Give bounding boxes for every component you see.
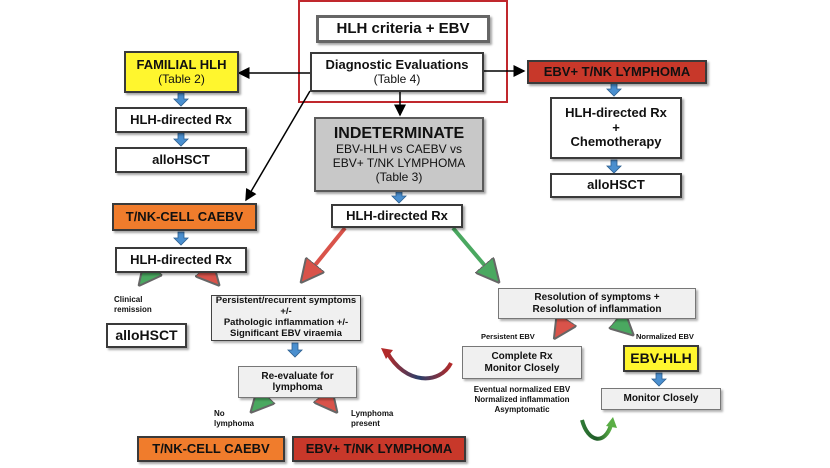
curved-arrow-head-red [381, 348, 393, 359]
indeterminate-line2: EBV+ T/NK LYMPHOMA [332, 155, 466, 170]
indeterminate-box: INDETERMINATE EBV-HLH vs CAEBV vs EBV+ T… [314, 117, 484, 192]
clinical-remission-label: Clinical remission [114, 295, 152, 314]
persistent-line1: Persistent/recurrent symptoms +/- [215, 295, 357, 318]
outcome-lymphoma-box: EBV+ T/NK LYMPHOMA [292, 436, 466, 462]
arrow-to-caebv [245, 90, 311, 202]
complete-rx-box: Complete Rx Monitor Closely [462, 346, 582, 379]
blue-arrow-persistent-reevaluate [287, 342, 303, 358]
outcome-caebv-box: T/NK-CELL CAEBV [137, 436, 285, 462]
caebv-transplant-label: alloHSCT [115, 327, 178, 344]
lymphoma-rx-line3: Chemotherapy [570, 134, 662, 150]
indeterminate-line3: (Table 3) [375, 169, 423, 184]
ebv-hlh-label: EBV-HLH [630, 350, 692, 367]
diagnostic-evaluations-title: Diagnostic Evaluations [325, 56, 469, 72]
familial-hlh-box: FAMILIAL HLH (Table 2) [124, 51, 239, 93]
blue-arrow-lymphoma-rx [606, 82, 622, 97]
lymphoma-rx-line2: + [612, 119, 620, 135]
ebv-tnk-lymphoma-title: EBV+ T/NK LYMPHOMA [543, 63, 691, 79]
blue-arrow-familial-rx [173, 92, 189, 107]
reevaluate-box: Re-evaluate for lymphoma [238, 366, 357, 398]
familial-hlh-title: FAMILIAL HLH [136, 56, 227, 72]
curved-arrow-back-to-persistent [385, 350, 453, 381]
monitor-closely-box: Monitor Closely [601, 388, 721, 410]
highlight-frame [298, 0, 508, 103]
hlh-criteria-box: HLH criteria + EBV [316, 15, 490, 43]
caebv-title: T/NK-CELL CAEBV [125, 208, 244, 224]
persistent-line2: Pathologic inflammation +/- [223, 317, 349, 328]
reevaluate-line1: Re-evaluate for [261, 370, 334, 382]
persistent-ebv-label: Persistent EBV [481, 332, 535, 341]
resolution-line1: Resolution of symptoms + [534, 292, 660, 303]
indeterminate-rx-box: HLH-directed Rx [331, 204, 463, 228]
familial-transplant-label: alloHSCT [152, 151, 210, 167]
red-arrow-caebv-persistent [208, 273, 217, 283]
no-lymphoma-label: No lymphoma [214, 409, 255, 428]
caebv-rx-label: HLH-directed Rx [130, 251, 232, 267]
blue-arrow-familial-transplant [173, 132, 189, 147]
monitor-closely-label: Monitor Closely [623, 393, 699, 405]
lymphoma-rx-line1: HLH-directed Rx [565, 104, 667, 120]
ebv-tnk-lymphoma-box: EBV+ T/NK LYMPHOMA [527, 60, 707, 84]
eventual-normalized-label: Eventual normalized EBV Normalized infla… [473, 385, 571, 414]
blue-arrow-caebv-rx [173, 231, 189, 246]
lymphoma-transplant-box: alloHSCT [550, 173, 682, 198]
outcome-lymphoma-label: EBV+ T/NK LYMPHOMA [305, 440, 453, 456]
hlh-criteria-label: HLH criteria + EBV [336, 20, 470, 38]
caebv-transplant-box: alloHSCT [106, 323, 187, 348]
indeterminate-title: INDETERMINATE [333, 124, 465, 142]
diagnostic-evaluations-box: Diagnostic Evaluations (Table 4) [310, 52, 484, 92]
lymphoma-transplant-label: alloHSCT [587, 177, 645, 193]
curved-arrow-head-green [606, 417, 617, 428]
resolution-box: Resolution of symptoms + Resolution of i… [498, 288, 696, 319]
familial-hlh-table-ref: (Table 2) [158, 71, 205, 86]
reevaluate-line2: lymphoma [272, 382, 323, 393]
complete-rx-line2: Monitor Closely [484, 362, 560, 374]
outcome-caebv-label: T/NK-CELL CAEBV [152, 440, 270, 456]
caebv-box: T/NK-CELL CAEBV [112, 203, 257, 231]
blue-arrow-lymphoma-transplant [606, 159, 622, 174]
blue-arrow-indeterminate-rx [391, 191, 407, 204]
persistent-symptoms-box: Persistent/recurrent symptoms +/- Pathol… [211, 295, 361, 341]
familial-rx-label: HLH-directed Rx [130, 111, 232, 127]
red-arrow-persistent-ebv [556, 319, 567, 336]
green-arrow-normalized-ebv [616, 319, 631, 333]
indeterminate-rx-label: HLH-directed Rx [346, 207, 448, 223]
blue-arrow-ebvhlh-monitor [651, 372, 667, 387]
familial-rx-box: HLH-directed Rx [115, 107, 247, 133]
indeterminate-line1: EBV-HLH vs CAEBV vs [335, 142, 463, 156]
red-arrow-persistent [303, 226, 347, 280]
caebv-rx-box: HLH-directed Rx [115, 247, 247, 273]
lymphoma-rx-chemo-box: HLH-directed Rx + Chemotherapy [550, 97, 682, 159]
familial-transplant-box: alloHSCT [115, 147, 247, 173]
ebv-hlh-box: EBV-HLH [623, 345, 699, 372]
green-arrow-remission [141, 273, 149, 283]
green-arrow-no-lymphoma [253, 399, 263, 410]
resolution-line2: Resolution of inflammation [532, 303, 662, 315]
green-arrow-resolution [451, 226, 497, 280]
complete-rx-line1: Complete Rx [491, 351, 553, 362]
persistent-line3: Significant EBV viraemia [230, 327, 342, 339]
diagnostic-evaluations-table-ref: (Table 4) [373, 71, 421, 86]
curved-arrow-to-monitor [580, 419, 613, 441]
lymphoma-present-label: Lymphoma present [351, 409, 394, 428]
normalized-ebv-label: Normalized EBV [636, 332, 694, 341]
red-arrow-lymphoma-present [326, 399, 335, 410]
